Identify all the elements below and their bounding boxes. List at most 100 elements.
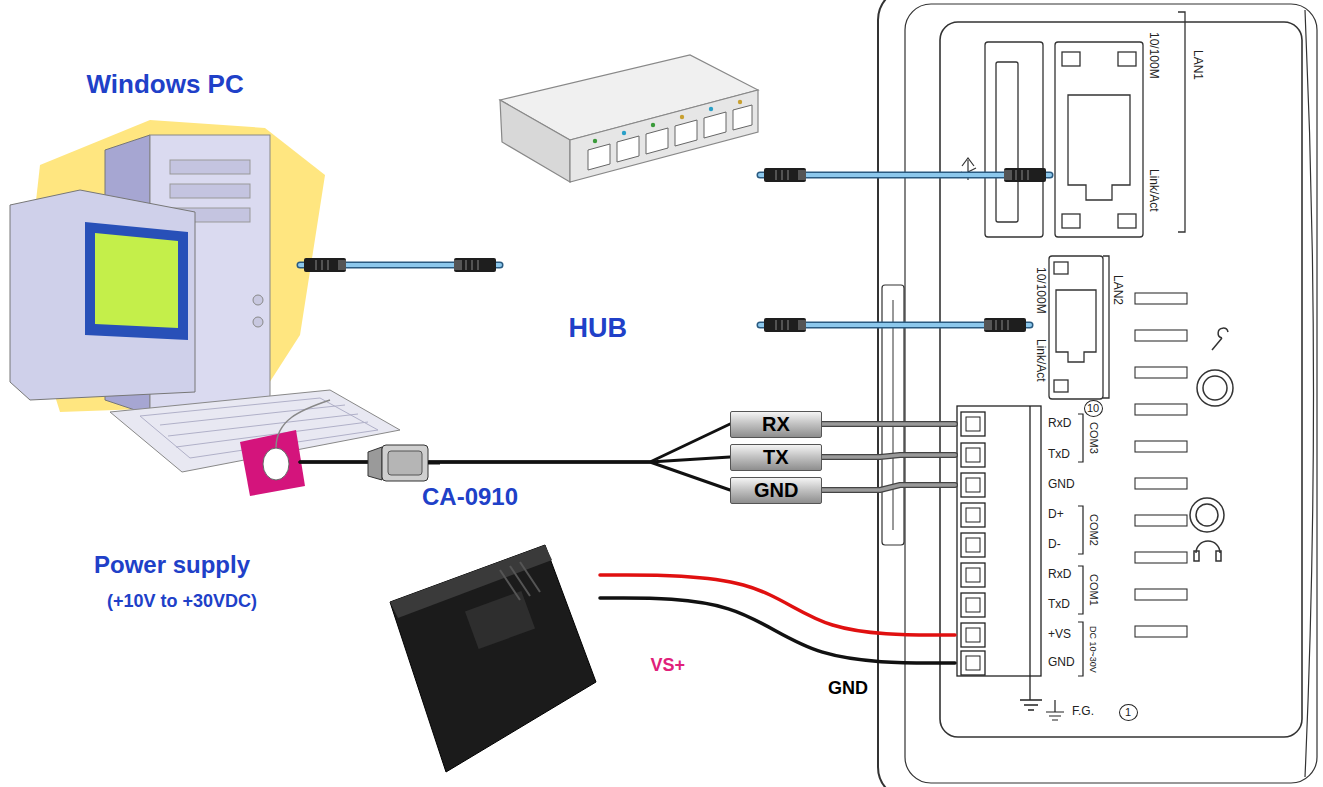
rj45-plug (471, 260, 472, 270)
terminal-block (966, 538, 980, 552)
vent-slots (1135, 330, 1187, 341)
pc-illustration (10, 190, 195, 400)
audio-jacks (1190, 328, 1233, 561)
pc-illustration (253, 295, 263, 305)
lan1-jack (1062, 52, 1080, 66)
terminal-block (966, 568, 980, 582)
audio-jacks (1196, 504, 1218, 526)
terminal-block (961, 593, 985, 617)
voltage-range: (+10V to +30VDC) (107, 591, 257, 612)
signal-name: GND (754, 479, 798, 502)
pc-illustration (170, 184, 250, 198)
terminal-block (961, 563, 985, 587)
pin-group-label: DC 10~30V (1088, 626, 1098, 673)
hub-illustration (593, 139, 597, 143)
hub-illustration (500, 100, 570, 182)
power-supply-illustration (390, 545, 596, 772)
pc-illustration (170, 160, 250, 174)
terminal-block (1029, 406, 1030, 676)
vent-slots (1135, 293, 1187, 304)
lan-port: 10/100M Link/Act LAN1 (1050, 5, 1215, 237)
pin-name: RxD (1048, 568, 1071, 582)
vent-slots (1135, 626, 1187, 637)
db9-connector (368, 447, 382, 480)
signal-box: GND (730, 477, 822, 504)
hub-node: HUB (500, 40, 760, 350)
signal-box: TX (730, 444, 822, 471)
pin-name: RxD (1048, 417, 1071, 431)
vent-slots (1135, 515, 1187, 526)
edge-label: VS+ (651, 655, 686, 676)
signal-box: RX (730, 411, 822, 438)
port-speed: 10/100M (1146, 32, 1160, 79)
rj45-plug (775, 320, 776, 330)
hub-illustration (593, 100, 742, 143)
vent-slots (1135, 589, 1187, 600)
rj45-plug (304, 258, 346, 272)
rj45-plug (477, 260, 478, 270)
lan1-jack (1118, 214, 1136, 228)
device-housing (878, 0, 1323, 787)
lan-port: 10/100MLink/ActLAN2 (1030, 252, 1125, 402)
pin-name: TxD (1048, 598, 1070, 612)
hub-illustration (617, 136, 639, 162)
terminal-block (961, 651, 985, 675)
device-housing (905, 4, 1317, 783)
rj45-plug (1004, 170, 1012, 180)
pc-illustration (168, 414, 358, 436)
terminal-block (961, 443, 985, 467)
lan1-bracket (1178, 12, 1185, 232)
rj45-plug (781, 320, 782, 330)
connector-path (822, 455, 955, 457)
ground-symbol (1046, 700, 1064, 720)
hub-illustration (738, 100, 742, 104)
rj45-plug (1001, 320, 1002, 330)
hub-illustration (709, 107, 713, 111)
ethernet-cable (300, 258, 500, 272)
terminal-block: RxDTxDGNDD+D-RxDTxD+VSGND (955, 405, 1090, 685)
pc-node: Windows PC (0, 60, 300, 500)
vent-slots (1135, 441, 1187, 452)
connector-path (600, 598, 955, 663)
power-supply-node: Power supply (+10V to +30VDC) (65, 540, 600, 775)
terminal-block (966, 628, 980, 642)
pin-name: +VS (1048, 628, 1071, 642)
pc-illustration (240, 430, 305, 496)
audio-jacks (1194, 541, 1221, 561)
rj45-plug (304, 258, 346, 272)
connector-path (600, 575, 955, 635)
rj45-plug (1027, 170, 1028, 180)
audio-jacks (1203, 376, 1227, 400)
terminal-block (966, 598, 980, 612)
lan2-bracket (1103, 256, 1109, 398)
lan2-jack (1049, 256, 1103, 399)
rj45-plug (798, 320, 806, 330)
hub-illustration (704, 112, 726, 138)
power-supply-illustration (500, 570, 520, 600)
hub-illustration (622, 131, 626, 135)
terminal-block (957, 406, 1041, 676)
rj45-plug (984, 320, 992, 330)
db9-connector (428, 462, 440, 465)
port-led: Link/Act (1033, 339, 1047, 382)
rj45-plug (454, 258, 496, 272)
audio-jacks (1212, 328, 1228, 350)
pin-name: GND (1048, 656, 1075, 670)
device-title: Power supply (94, 551, 250, 579)
device-housing (940, 22, 1302, 737)
db9-connector (388, 451, 422, 475)
vent-slots (1135, 552, 1187, 563)
port-led: Link/Act (1146, 169, 1160, 212)
terminal-block (966, 417, 980, 431)
terminal-block (961, 623, 985, 647)
hub-illustration (500, 55, 758, 182)
connector-path (822, 485, 955, 490)
rj45-plug (775, 170, 776, 180)
com-bracket (1078, 566, 1083, 614)
pc-illustration (85, 222, 188, 340)
power-supply-illustration (390, 545, 552, 618)
lan1-jack (1118, 52, 1136, 66)
lan2-jack (1054, 262, 1068, 274)
hub-illustration (570, 90, 758, 182)
port-name: LAN1 (1190, 50, 1204, 80)
